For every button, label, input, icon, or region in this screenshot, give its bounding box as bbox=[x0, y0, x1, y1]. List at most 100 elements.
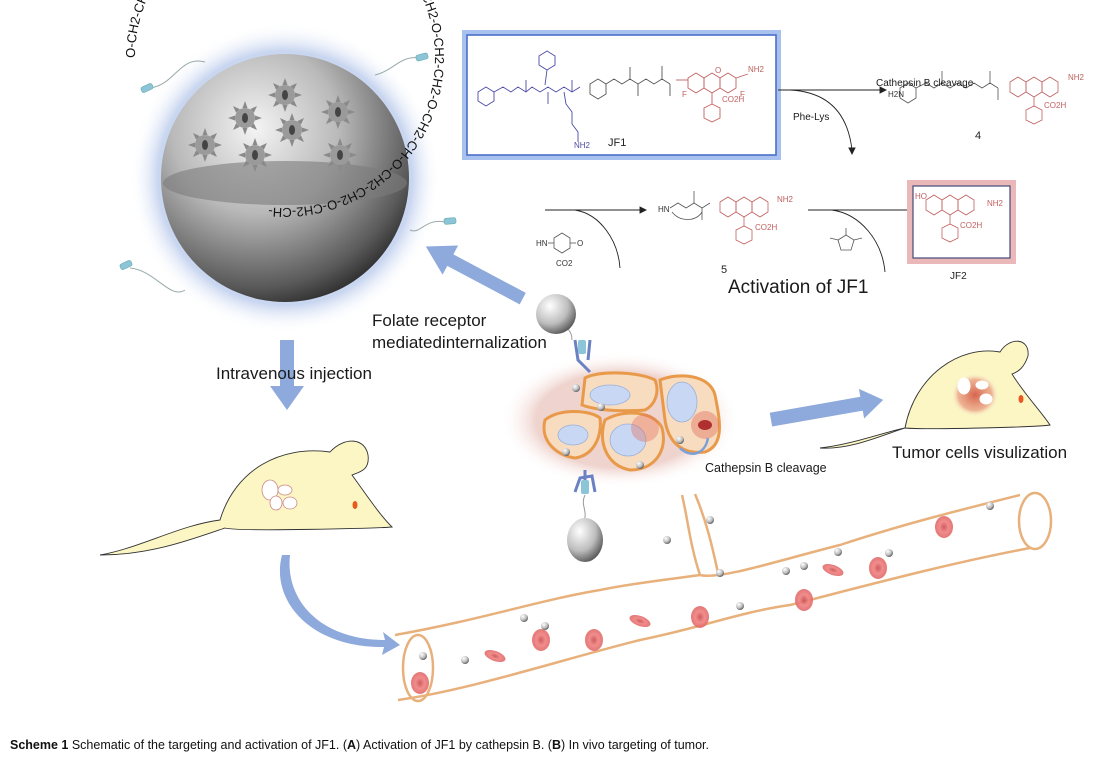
quinone-imine-byproduct: HN O CO2 bbox=[536, 232, 583, 268]
tumor-cells-labeled bbox=[957, 377, 993, 405]
nuclei bbox=[557, 381, 698, 457]
circulating-nanoparticle bbox=[520, 614, 528, 622]
drug-molecule bbox=[228, 101, 262, 135]
folate-label-line2: mediatedinternalization bbox=[372, 333, 547, 352]
folate-tethers bbox=[129, 57, 446, 293]
folate-label-line1: Folate receptor bbox=[372, 311, 487, 330]
tumor-fluorescence bbox=[951, 373, 999, 417]
red-blood-cell bbox=[629, 614, 651, 628]
mouse-eye bbox=[1018, 395, 1024, 403]
jf1-label: JF1 bbox=[608, 137, 626, 149]
visualization-arrow bbox=[769, 388, 884, 427]
drug-molecules bbox=[188, 78, 357, 172]
atom-label: CO2H bbox=[755, 223, 777, 232]
atom-label: F bbox=[740, 90, 745, 99]
drug-molecule bbox=[238, 138, 272, 172]
drug-molecule bbox=[188, 128, 222, 162]
linker-structure bbox=[589, 66, 671, 100]
red-blood-cell bbox=[532, 629, 550, 651]
circulating-nanoparticle bbox=[716, 569, 724, 577]
atom-label: HO bbox=[915, 192, 927, 201]
internalized-particles bbox=[562, 384, 684, 469]
jf1-compound: O NH2 F F CO2H NH2 JF1 bbox=[462, 30, 781, 160]
caption-text: ) Activation of JF1 by cathepsin B. ( bbox=[356, 738, 552, 752]
red-blood-cell bbox=[691, 606, 709, 628]
tumor-cell-cluster bbox=[500, 294, 740, 562]
red-blood-cell bbox=[795, 589, 813, 611]
elimination-step-arrow bbox=[545, 206, 648, 269]
visualization-label: Tumor cells visulization bbox=[892, 443, 1068, 462]
blood-vessel bbox=[394, 491, 1053, 703]
activation-title: Activation of JF1 bbox=[728, 277, 869, 298]
compound-5: HN NH2 CO2H 5 bbox=[658, 191, 794, 276]
nanoparticle-bound-top bbox=[536, 294, 576, 334]
folate-ligands bbox=[119, 52, 457, 270]
cathepsin-cleavage-step-label: Cathepsin B cleavage bbox=[876, 78, 974, 89]
atom-label: NH2 bbox=[1068, 73, 1085, 82]
injection-label: Intravenous injection bbox=[216, 364, 372, 383]
atom-label: O bbox=[715, 66, 721, 75]
red-blood-cell bbox=[869, 557, 887, 579]
mouse-injected bbox=[99, 440, 394, 556]
atom-label: NH2 bbox=[574, 141, 591, 150]
circulating-nanoparticle bbox=[419, 652, 427, 660]
figure-caption: Scheme 1 Schematic of the targeting and … bbox=[10, 738, 709, 752]
internalization-arrow bbox=[425, 245, 526, 305]
red-blood-cell bbox=[822, 563, 844, 577]
atom-label: CO2H bbox=[722, 95, 744, 104]
cathepsin-cleavage-label: Cathepsin B cleavage bbox=[705, 461, 827, 475]
caption-text: ) In vivo targeting of tumor. bbox=[561, 738, 709, 752]
cleavage-step-arrow bbox=[778, 86, 888, 156]
red-blood-cell bbox=[411, 672, 429, 694]
circulating-nanoparticle bbox=[736, 602, 744, 610]
jf2-label: JF2 bbox=[950, 271, 967, 282]
drug-molecule bbox=[275, 113, 309, 147]
receptor-top bbox=[573, 339, 592, 374]
compound-4: H2N NH2 CO2H 4 bbox=[888, 71, 1085, 142]
compound-4-label: 4 bbox=[975, 130, 981, 142]
circulating-nanoparticle bbox=[663, 536, 671, 544]
co2-label: CO2 bbox=[556, 259, 573, 268]
cyclization-step-arrow bbox=[808, 206, 916, 273]
caption-panel-b: B bbox=[551, 738, 561, 752]
red-blood-cell bbox=[935, 516, 953, 538]
sphere-cross-section bbox=[163, 161, 407, 205]
caption-text: Schematic of the targeting and activatio… bbox=[68, 738, 347, 752]
red-blood-cell bbox=[484, 649, 506, 663]
drug-molecule bbox=[323, 138, 357, 172]
red-blood-cell bbox=[585, 629, 603, 651]
blood-contents bbox=[411, 502, 994, 694]
caption-panel-a: A bbox=[347, 738, 357, 752]
circulating-nanoparticle bbox=[800, 562, 808, 570]
mouse-imaged bbox=[819, 340, 1051, 449]
flow-arrows bbox=[270, 245, 884, 655]
atom-label: HN bbox=[536, 239, 548, 248]
circulating-nanoparticle bbox=[782, 567, 790, 575]
circulating-nanoparticle bbox=[461, 656, 469, 664]
activated-fluorophore bbox=[698, 420, 712, 430]
drug-molecule bbox=[321, 95, 355, 129]
caption-prefix: Scheme 1 bbox=[10, 738, 69, 752]
tumor-cells-unlabeled bbox=[261, 479, 298, 511]
atom-label: F bbox=[682, 90, 687, 99]
drug-molecule bbox=[268, 78, 302, 112]
injection-arrow bbox=[270, 340, 304, 410]
fluorophore-structure bbox=[676, 72, 749, 123]
dimethylimidazolidinone-byproduct bbox=[829, 228, 863, 251]
circulating-nanoparticle bbox=[834, 548, 842, 556]
nanoparticle-bound-bottom bbox=[567, 518, 603, 562]
circulating-nanoparticle bbox=[541, 622, 549, 630]
circulating-nanoparticle bbox=[706, 516, 714, 524]
atom-label: NH2 bbox=[748, 65, 765, 74]
atom-label: CO2H bbox=[960, 221, 982, 230]
atom-label: NH2 bbox=[777, 195, 794, 204]
receptor-bottom bbox=[573, 470, 597, 494]
atom-label: HN bbox=[658, 205, 670, 214]
atom-label: O bbox=[577, 239, 583, 248]
atom-label: H2N bbox=[888, 90, 904, 99]
circulating-nanoparticle bbox=[885, 549, 893, 557]
phe-lys-byproduct-label: Phe-Lys bbox=[793, 112, 830, 123]
atom-label: NH2 bbox=[987, 199, 1004, 208]
